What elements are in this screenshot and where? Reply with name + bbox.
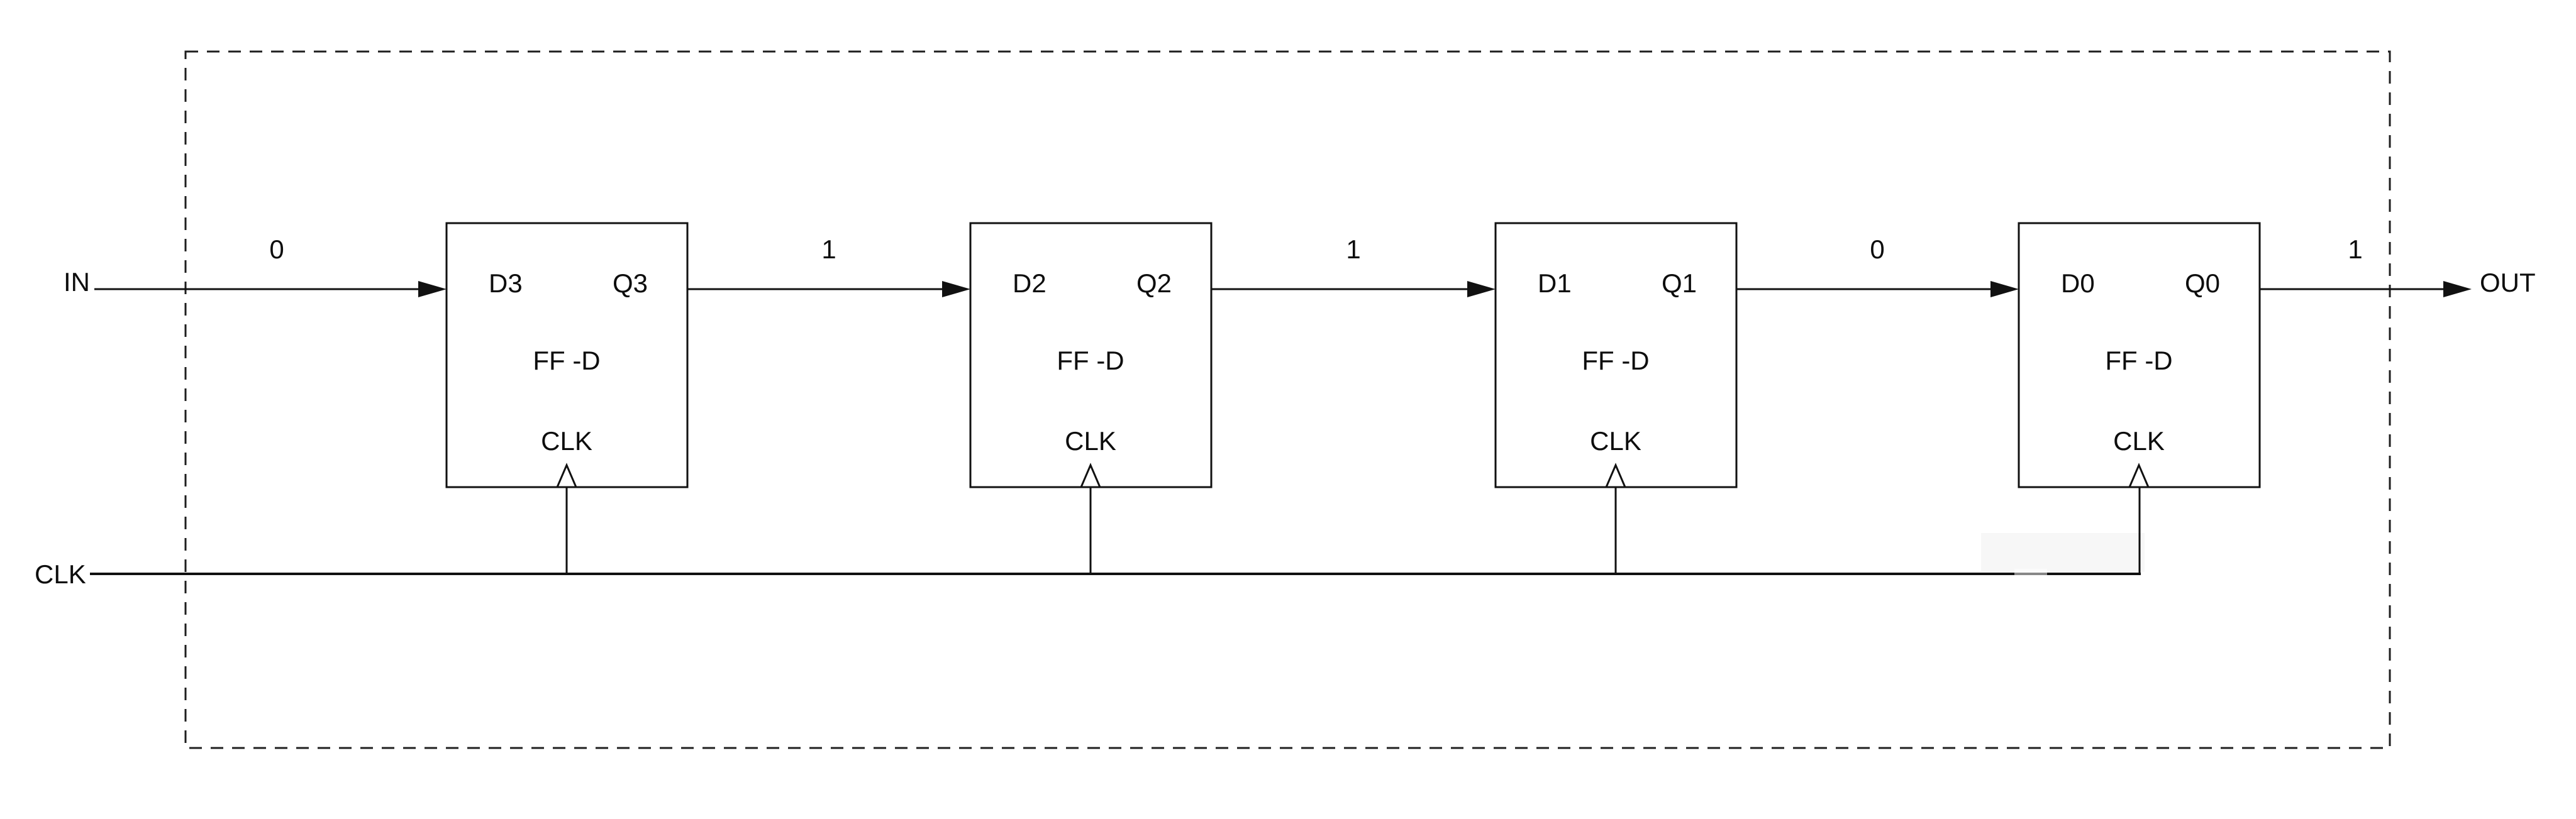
q-output-label: Q0 — [2185, 268, 2220, 298]
flipflop-box — [1494, 222, 1738, 488]
bit-value-after-ff2: 1 — [1346, 234, 1360, 264]
ff-type-label: FF -D — [1582, 346, 1649, 375]
flipflop-box — [2018, 222, 2261, 488]
arrowhead-q2-d1-icon — [1467, 281, 1496, 297]
d-input-label: D1 — [1538, 268, 1572, 298]
eraser-smudge — [1981, 533, 2145, 572]
clock-edge-triangle-icon — [1604, 463, 1627, 488]
clk-pin-label: CLK — [2113, 426, 2165, 456]
q-output-label: Q2 — [1136, 268, 1172, 298]
bit-value-after-ff1: 0 — [1870, 234, 1884, 264]
clk-pin-label: CLK — [1590, 426, 1641, 456]
arrowhead-q3-d2-icon — [942, 281, 970, 297]
d-input-label: D2 — [1013, 268, 1046, 298]
clock-edge-triangle-icon — [1079, 463, 1102, 488]
flipflop-ff0: D0 Q0 FF -D CLK — [2018, 222, 2261, 488]
clock-edge-triangle-icon — [555, 463, 578, 488]
clk-rail-label: CLK — [35, 559, 86, 589]
ff-type-label: FF -D — [533, 346, 600, 375]
arrowhead-out-icon — [2443, 281, 2472, 297]
bit-value-out: 1 — [2348, 234, 2362, 264]
flipflop-box — [445, 222, 689, 488]
ff-type-label: FF -D — [2105, 346, 2172, 375]
q-output-label: Q1 — [1662, 268, 1697, 298]
q-output-label: Q3 — [613, 268, 648, 298]
arrowhead-in-icon — [418, 281, 447, 297]
bit-value-after-ff3: 1 — [821, 234, 836, 264]
flipflop-ff3: D3 Q3 FF -D CLK — [445, 222, 689, 488]
clk-pin-label: CLK — [1065, 426, 1116, 456]
in-label: IN — [64, 267, 90, 297]
bit-value-in: 0 — [269, 234, 284, 264]
ff-type-label: FF -D — [1057, 346, 1124, 375]
rail-light-gap — [2014, 569, 2047, 579]
d-input-label: D3 — [489, 268, 523, 298]
d-input-label: D0 — [2061, 268, 2095, 298]
flipflop-ff2: D2 Q2 FF -D CLK — [969, 222, 1213, 488]
arrowhead-q1-d0-icon — [1990, 281, 2019, 297]
clock-edge-triangle-icon — [2128, 463, 2150, 488]
out-label: OUT — [2480, 268, 2536, 297]
clk-pin-label: CLK — [541, 426, 592, 456]
module-boundary — [184, 50, 2391, 749]
flipflop-ff1: D1 Q1 FF -D CLK — [1494, 222, 1738, 488]
